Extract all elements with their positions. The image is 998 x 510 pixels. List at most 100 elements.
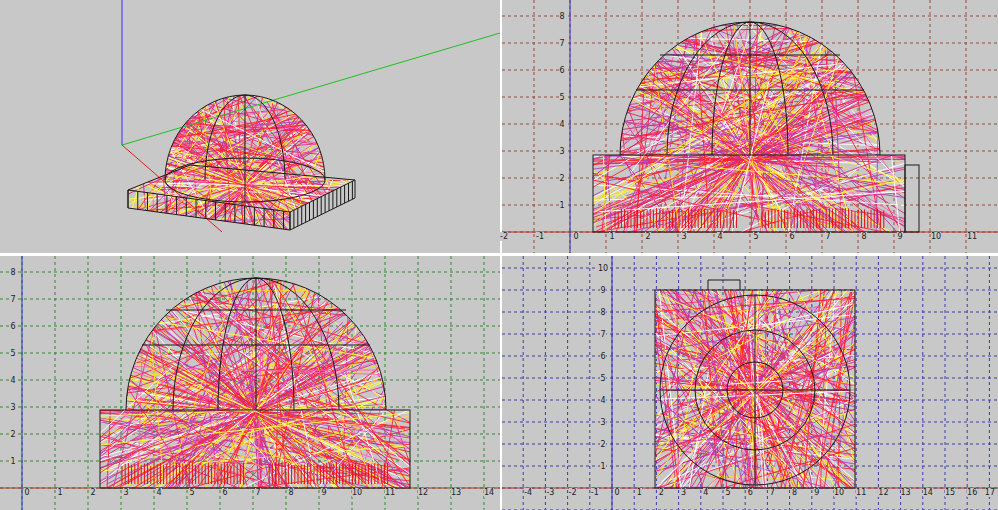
axis-tick-label: 12 bbox=[418, 488, 428, 497]
column-bar bbox=[349, 464, 350, 484]
column-bar bbox=[704, 209, 705, 228]
column-bar bbox=[264, 208, 265, 226]
ray-line bbox=[0, 65, 507, 224]
ray-line bbox=[199, 29, 428, 288]
grid-line bbox=[589, 256, 590, 510]
axis-tick-label: 2 bbox=[90, 488, 95, 497]
column-bar bbox=[669, 211, 670, 228]
column-bar bbox=[304, 464, 305, 484]
ray-line bbox=[30, 62, 412, 280]
column-bar bbox=[656, 208, 657, 228]
ray-line bbox=[0, 212, 628, 447]
ray-line bbox=[67, 40, 337, 322]
axis-tick-label: 5 bbox=[725, 488, 730, 497]
grid-line bbox=[502, 16, 998, 17]
ray-line bbox=[377, 311, 415, 386]
ray-line bbox=[388, 316, 412, 352]
ray-paths bbox=[316, 0, 998, 433]
column-bar bbox=[355, 463, 356, 484]
ray-line bbox=[253, 211, 331, 510]
grid-line bbox=[878, 256, 879, 510]
ray-line bbox=[609, 3, 624, 148]
ray-line bbox=[466, 0, 987, 265]
axis-tick-label: 2 bbox=[600, 440, 605, 449]
column-bar bbox=[659, 209, 660, 228]
ray-line bbox=[96, 95, 233, 172]
column-bar bbox=[134, 464, 135, 484]
column-bar bbox=[675, 211, 676, 228]
axis-tick-label: 2 bbox=[559, 174, 564, 183]
ray-line bbox=[0, 48, 544, 240]
column-bar bbox=[224, 463, 225, 484]
column-bar bbox=[137, 191, 138, 209]
column-bar bbox=[720, 212, 721, 228]
column-bar bbox=[317, 199, 318, 217]
ray-line bbox=[60, 0, 491, 352]
axis-tick-label: 13 bbox=[901, 488, 911, 497]
ray-line bbox=[83, 277, 274, 483]
column-bar bbox=[254, 207, 255, 225]
column-bar bbox=[717, 208, 718, 228]
ray-line bbox=[349, 57, 998, 65]
ray-line bbox=[0, 252, 562, 342]
ray-line bbox=[14, 114, 375, 232]
ray-line bbox=[420, 0, 998, 289]
ray-line bbox=[0, 136, 621, 510]
axis-tick-label: 3 bbox=[10, 403, 15, 412]
column-bar bbox=[627, 211, 628, 228]
column-bar bbox=[290, 212, 291, 230]
column-bar bbox=[352, 181, 353, 199]
column-bar bbox=[362, 466, 363, 484]
column-bar bbox=[329, 193, 330, 211]
ray-line bbox=[57, 68, 340, 247]
axis-tick-label: 1 bbox=[600, 462, 605, 471]
ray-line bbox=[195, 228, 374, 510]
axis-tick-label: 5 bbox=[753, 232, 758, 241]
column-bar bbox=[650, 209, 651, 228]
grid-line bbox=[502, 268, 998, 269]
axis-line bbox=[570, 0, 571, 253]
column-bar bbox=[618, 211, 619, 228]
axis-tick-label: 9 bbox=[321, 488, 326, 497]
column-bar bbox=[352, 464, 353, 484]
column-bar bbox=[211, 465, 212, 484]
ray-paths bbox=[655, 290, 855, 488]
column-bar bbox=[691, 208, 692, 228]
axis-tick-label: 3 bbox=[681, 488, 686, 497]
ray-line bbox=[51, 320, 300, 509]
grid-line bbox=[0, 272, 500, 273]
column-bar bbox=[765, 212, 766, 228]
ray-line bbox=[39, 249, 515, 386]
ray-line bbox=[49, 23, 326, 318]
ray-line bbox=[0, 289, 607, 291]
ray-line bbox=[643, 38, 972, 219]
axis-tick-label: 10 bbox=[598, 264, 608, 273]
column-bar bbox=[615, 212, 616, 228]
column-bar bbox=[230, 466, 231, 484]
axis-tick-label: 1 bbox=[559, 201, 564, 210]
ray-line bbox=[655, 290, 855, 488]
ray-line bbox=[729, 146, 916, 215]
ray-line bbox=[0, 108, 518, 218]
column-bar bbox=[695, 209, 696, 228]
column-bar bbox=[291, 465, 292, 484]
column-bar bbox=[810, 209, 811, 228]
column-bar bbox=[326, 463, 327, 484]
ray-line bbox=[0, 199, 586, 510]
column-bar bbox=[727, 209, 728, 228]
ray-line bbox=[655, 290, 855, 488]
column-bar bbox=[208, 463, 209, 484]
axis-tick-label: 6 bbox=[10, 322, 15, 331]
column-bar bbox=[237, 464, 238, 484]
column-bar bbox=[309, 202, 310, 220]
column-bar bbox=[301, 206, 302, 224]
column-bar bbox=[176, 197, 177, 215]
column-bar bbox=[160, 463, 161, 484]
ray-line bbox=[0, 234, 600, 510]
grid-line bbox=[88, 256, 89, 510]
grid-line bbox=[523, 256, 524, 510]
axis-tick-label: 12 bbox=[878, 488, 888, 497]
axis-tick-label: 6 bbox=[600, 352, 605, 361]
ray-line bbox=[157, 183, 420, 187]
ray-line bbox=[0, 433, 562, 481]
